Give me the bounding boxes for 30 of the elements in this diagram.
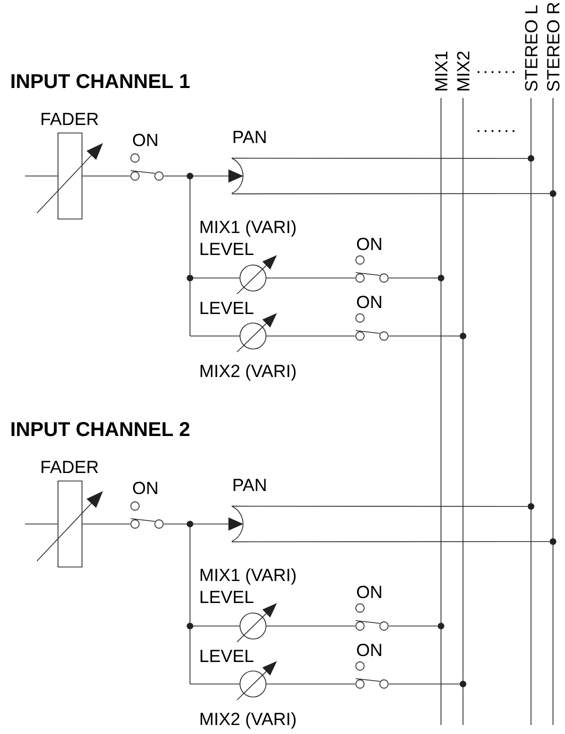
bus-label: STEREO L bbox=[525, 5, 538, 91]
signal-line bbox=[231, 506, 528, 507]
bus-label: MIX2 bbox=[457, 52, 470, 90]
signal-line bbox=[231, 158, 528, 159]
component-label: ON bbox=[133, 482, 158, 494]
section-heading: INPUT CHANNEL 2 bbox=[12, 422, 190, 436]
component-label: PAN bbox=[234, 478, 266, 491]
component-label: FADER bbox=[42, 112, 98, 125]
component-label: LEVEL bbox=[200, 650, 254, 662]
component-label: MIX1 (VARI) bbox=[200, 568, 296, 585]
component-label: LEVEL bbox=[200, 242, 254, 255]
component-label: ON bbox=[357, 296, 382, 308]
component-label: MIX2 (VARI) bbox=[200, 364, 296, 381]
ellipsis-text: ...... bbox=[478, 71, 514, 73]
signal-line bbox=[231, 193, 550, 194]
component-label: LEVEL bbox=[200, 302, 254, 314]
component-label: FADER bbox=[42, 460, 98, 473]
component-label: LEVEL bbox=[200, 590, 254, 603]
component-label: ON bbox=[357, 644, 382, 656]
signal-line bbox=[231, 541, 550, 542]
ellipsis-text: ...... bbox=[478, 130, 514, 132]
component-label: MIX1 (VARI) bbox=[200, 220, 296, 237]
component-label: ON bbox=[133, 134, 158, 146]
component-label: PAN bbox=[234, 130, 266, 143]
component-label: MIX2 (VARI) bbox=[200, 712, 296, 729]
section-heading: INPUT CHANNEL 1 bbox=[12, 74, 190, 88]
component-label: ON bbox=[357, 586, 382, 598]
bus-label: MIX1 bbox=[435, 52, 448, 90]
component-label: ON bbox=[357, 238, 382, 250]
bus-label: STEREO R bbox=[547, 2, 560, 91]
